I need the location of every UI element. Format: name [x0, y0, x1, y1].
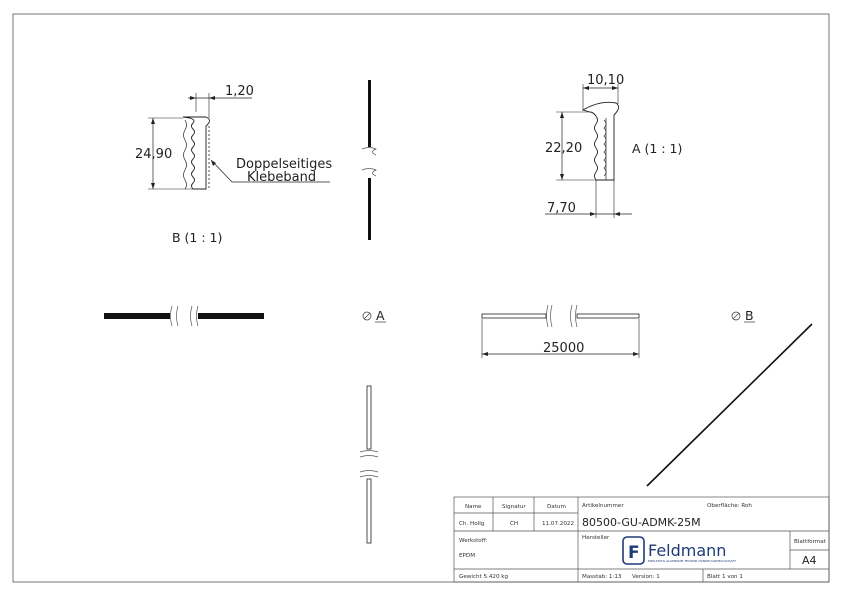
tb-col-name: Name — [465, 504, 482, 510]
tb-blattformat-label: Blattformat — [794, 539, 827, 545]
detail-b-profile — [182, 116, 210, 190]
logo-text: Feldmann — [648, 541, 726, 560]
tb-gewicht: Gewicht 5.420 kg — [459, 574, 509, 580]
tb-werkstoff-label: Werkstoff: — [459, 538, 488, 544]
tb-datum-value: 11.07.2022 — [542, 521, 574, 527]
logo-mark: F — [628, 543, 640, 563]
sheet-border — [12, 13, 830, 583]
detail-a-view — [545, 84, 632, 218]
tb-oberflaeche-label: Oberfläche: Roh — [707, 503, 752, 509]
section-marker-a — [362, 311, 386, 323]
detail-b-height-dim: 24,90 — [135, 147, 172, 162]
detail-a-width-dim: 10,10 — [587, 73, 624, 88]
top-vertical-view — [361, 80, 377, 240]
section-marker-a-label: A — [376, 308, 385, 323]
tb-hersteller-label: Hersteller — [582, 535, 610, 541]
section-marker-b — [731, 311, 755, 323]
detail-b-callout-line2: Klebeband — [247, 170, 316, 185]
feldmann-logo: F Feldmann EDELSTAHL ALUMINIUM TECHNIK H… — [622, 536, 736, 565]
detail-b-caption: B (1 : 1) — [172, 230, 222, 245]
detail-b-view — [148, 93, 330, 190]
tb-col-datum: Datum — [547, 504, 566, 510]
diagonal-line — [646, 323, 813, 487]
tb-signatur-value: CH — [510, 521, 518, 527]
tb-massstab: Masstab: 1:13 — [582, 574, 622, 580]
tb-article-number: 80500-GU-ADMK-25M — [582, 516, 701, 529]
detail-b-thickness-dim: 1,20 — [225, 84, 254, 99]
tb-version: Version: 1 — [632, 574, 660, 580]
title-block — [453, 496, 830, 583]
detail-a-profile — [581, 101, 619, 181]
detail-a-height-dim: 22,20 — [545, 141, 582, 156]
detail-a-base-dim: 7,70 — [547, 201, 576, 216]
tb-name-value: Ch. Hollg — [459, 521, 485, 527]
lower-vertical-view — [359, 385, 379, 544]
section-marker-b-label: B — [745, 308, 754, 323]
detail-b-callout-line1: Doppelseitiges — [236, 157, 332, 172]
tb-artikelnummer-label: Artikelnummer — [582, 503, 624, 509]
tb-blattformat-value: A4 — [802, 554, 817, 567]
tb-blatt: Blatt 1 von 1 — [707, 574, 743, 580]
logo-subtext: EDELSTAHL ALUMINIUM TECHNIK HANDELSGESEL… — [648, 559, 736, 563]
right-horizontal-view — [481, 304, 640, 358]
length-dim: 25000 — [543, 341, 584, 356]
left-horizontal-view — [104, 305, 264, 327]
tb-col-signatur: Signatur — [502, 504, 526, 510]
tb-werkstoff-value: EPDM — [459, 553, 475, 559]
detail-a-caption: A (1 : 1) — [632, 141, 682, 156]
